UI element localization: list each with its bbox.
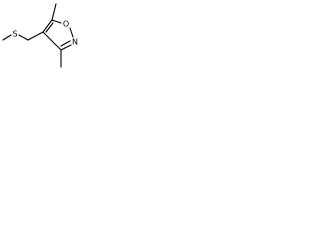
bond-c5-oxygen (51, 19, 62, 24)
atom-oxygen-label: O (63, 20, 69, 29)
bond-c5-methyl (51, 3, 57, 21)
atom-labels: S O N (12, 20, 78, 47)
bond-c4-c5 (42, 19, 53, 33)
bond-c3-c4 (42, 31, 62, 51)
bond-nitrogen-c3 (60, 44, 72, 51)
bond-sulfur-methylene (18, 34, 29, 41)
bond-c4-c5-double (45, 22, 54, 33)
atom-nitrogen-label: N (72, 38, 78, 47)
bond-nitrogen-c3-double (60, 40, 71, 47)
atom-sulfur-label: S (12, 30, 17, 39)
bonds (2, 3, 74, 68)
bond-methylene-ring (27, 31, 44, 41)
molecule-structure-diagram: S O N (2, 3, 78, 68)
bond-oxygen-nitrogen (69, 27, 74, 38)
bond-methyl-sulfur (2, 34, 12, 41)
